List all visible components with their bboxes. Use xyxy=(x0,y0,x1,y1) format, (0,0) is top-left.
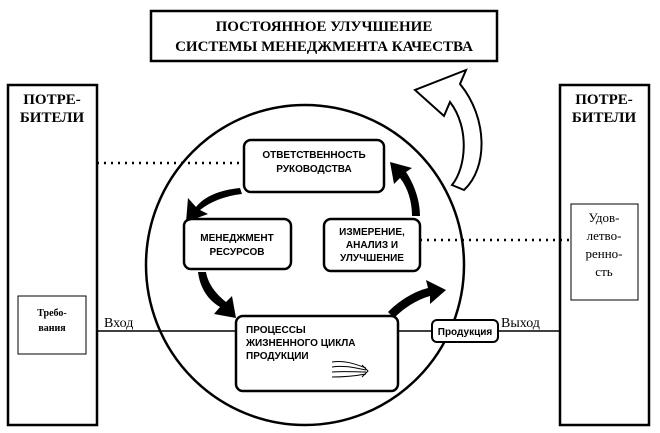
title-box: ПОСТОЯННОЕ УЛУЧШЕНИЕ СИСТЕМЫ МЕНЕДЖМЕНТА… xyxy=(149,9,499,63)
product-label: Продукция xyxy=(438,327,493,338)
requirements-line-2: вания xyxy=(38,323,66,334)
product-lifecycle-processes-box: ПРОЦЕССЫ ЖИЗНЕННОГО ЦИКЛА ПРОДУКЦИИ xyxy=(234,314,400,393)
measurement-analysis-improvement-box: ИЗМЕРЕНИЕ, АНАЛИЗ И УЛУЧШЕНИЕ xyxy=(322,217,422,273)
lifecycle-line-1: ПРОЦЕССЫ xyxy=(246,325,306,336)
lifecycle-line-2: ЖИЗНЕННОГО ЦИКЛА xyxy=(245,338,356,349)
satisfaction-box: Удов- летво- ренно- сть xyxy=(570,203,639,301)
management-responsibility-box: ОТВЕТСТВЕННОСТЬ РУКОВОДСТВА xyxy=(242,138,386,194)
satisfaction-line-3: ренно- xyxy=(585,246,622,261)
lifecycle-to-measurement-arrow-icon xyxy=(388,280,446,318)
measurement-to-responsibility-arrow-icon xyxy=(390,162,420,216)
satisfaction-line-1: Удов- xyxy=(589,210,620,225)
resource-management-line-2: РЕСУРСОВ xyxy=(209,247,264,258)
management-responsibility-line-2: РУКОВОДСТВА xyxy=(276,164,351,175)
output-label: Выход xyxy=(501,316,540,331)
left-customers-heading-line-1: ПОТРЕ- xyxy=(23,92,81,108)
satisfaction-line-2: летво- xyxy=(587,228,622,243)
satisfaction-line-4: сть xyxy=(595,264,612,279)
right-customers-heading-line-2: БИТЕЛИ xyxy=(572,110,637,126)
management-responsibility-line-1: ОТВЕТСТВЕННОСТЬ xyxy=(262,150,365,161)
resource-management-line-1: МЕНЕДЖМЕНТ xyxy=(200,233,273,244)
resources-to-lifecycle-arrow-icon xyxy=(198,272,236,318)
right-customers-column: ПОТРЕ- БИТЕЛИ Удов- летво- ренно- сть xyxy=(558,83,651,427)
left-customers-column: ПОТРЕ- БИТЕЛИ Требо- вания xyxy=(6,83,99,427)
left-customers-heading-line-2: БИТЕЛИ xyxy=(20,110,85,126)
responsibility-to-resources-arrow-icon xyxy=(186,188,242,222)
product-box: Продукция xyxy=(431,319,499,343)
multi-arrow-icon xyxy=(331,361,369,378)
resource-management-box: МЕНЕДЖМЕНТ РЕСУРСОВ xyxy=(182,217,293,271)
measurement-line-1: ИЗМЕРЕНИЕ, xyxy=(339,227,405,238)
continual-improvement-arrow-icon xyxy=(413,68,483,192)
title-line-1: ПОСТОЯННОЕ УЛУЧШЕНИЕ xyxy=(216,19,433,35)
title-line-2: СИСТЕМЫ МЕНЕДЖМЕНТА КАЧЕСТВА xyxy=(175,39,473,55)
measurement-line-3: УЛУЧШЕНИЕ xyxy=(340,253,404,264)
requirements-line-1: Требо- xyxy=(37,308,67,319)
measurement-line-2: АНАЛИЗ И xyxy=(346,240,398,251)
right-customers-heading-line-1: ПОТРЕ- xyxy=(575,92,633,108)
requirements-box: Требо- вания xyxy=(17,295,87,355)
lifecycle-line-3: ПРОДУКЦИИ xyxy=(246,351,309,362)
process-cycle-circle xyxy=(144,103,466,427)
input-label: Вход xyxy=(104,316,133,331)
